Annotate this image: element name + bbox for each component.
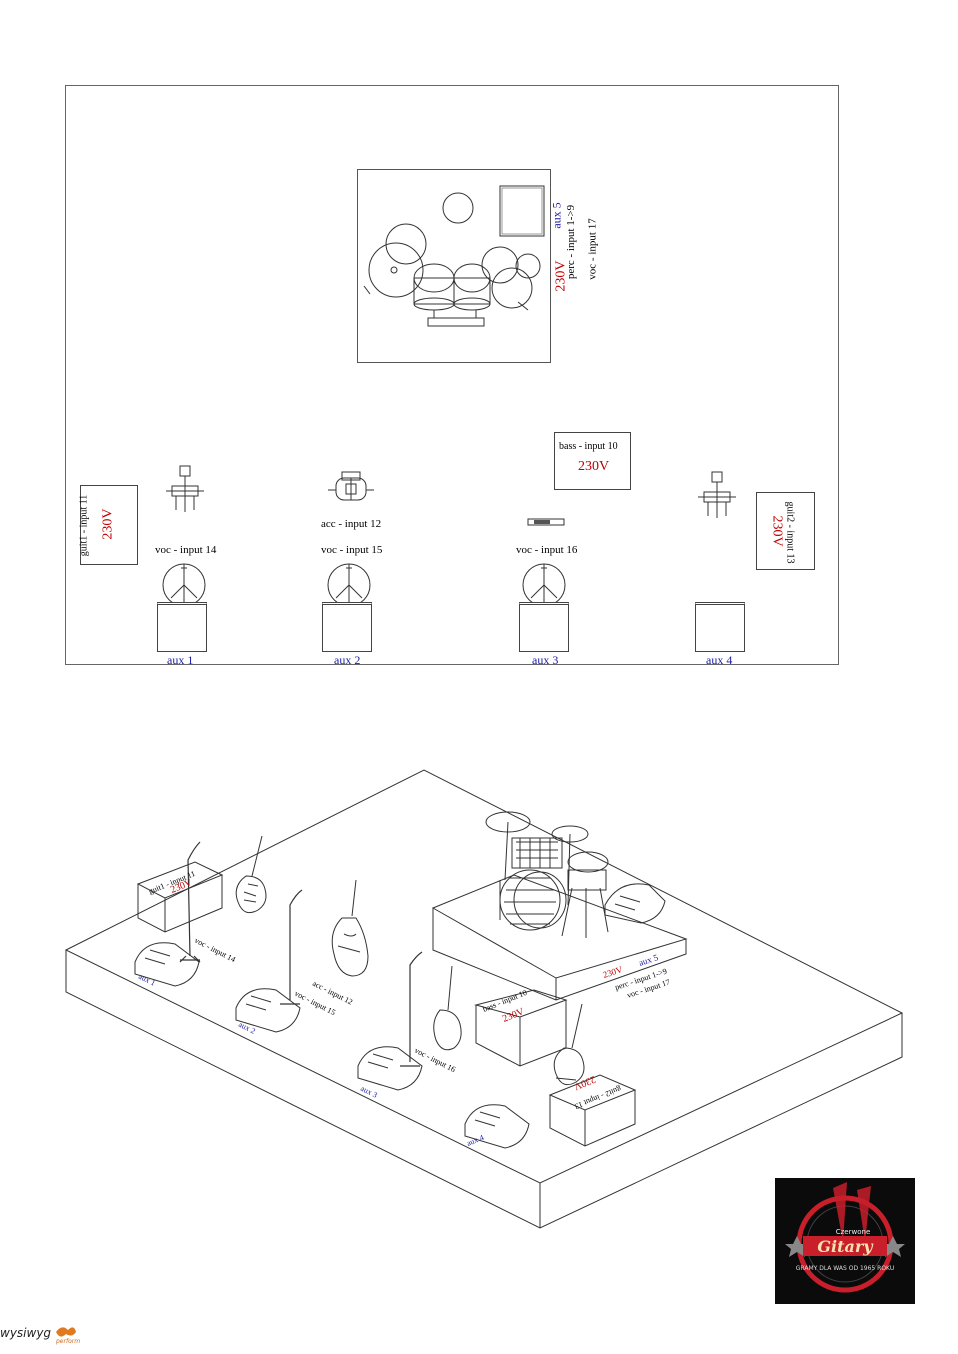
wysiwyg-logo: wysiwyg xyxy=(0,1326,52,1340)
logo-tagline: GRAMY DLA WAS OD 1965 ROKU xyxy=(796,1265,894,1272)
aux-label: aux 4 xyxy=(706,653,733,667)
drum-kit-icon xyxy=(363,185,545,327)
monitor-wedge xyxy=(357,1046,423,1091)
bass-amp-box: bass - input 10 230V xyxy=(554,432,631,490)
acc-input-label: acc - input 12 xyxy=(321,518,382,530)
bass-guitar-icon xyxy=(433,965,462,1051)
aux-label: aux 1 xyxy=(167,653,194,667)
wysiwyg-splash-icon xyxy=(56,1327,76,1337)
aux-label: aux 3 xyxy=(532,653,559,667)
aux-label: aux 2 xyxy=(334,653,361,667)
mic-stand-icon xyxy=(280,889,303,1005)
monitor-wedge xyxy=(235,988,301,1033)
bass-guitar-icon xyxy=(527,518,565,526)
monitor-wedge xyxy=(464,1104,530,1149)
guit1-amp-box xyxy=(136,861,224,933)
guitar-icon xyxy=(553,1003,585,1086)
guitar-stand-icon xyxy=(166,465,204,512)
mic-stand-icon xyxy=(179,841,201,963)
voc-input-label: voc - input 16 xyxy=(516,544,578,556)
bass-amp-power: 230V xyxy=(578,459,610,474)
bass-amp-label: bass - input 10 xyxy=(559,441,618,452)
voc-input-label: voc - input 14 xyxy=(155,544,217,556)
mic-stand-icon xyxy=(400,951,423,1067)
acoustic-guitar-icon xyxy=(331,879,369,977)
monitor-wedge xyxy=(519,602,569,652)
logo-brand: Gitary xyxy=(817,1237,874,1256)
logo-prefix: Czerwone xyxy=(836,1228,871,1236)
drum-kit-icon xyxy=(485,811,609,938)
band-logo: Gitary Czerwone GRAMY DLA WAS OD 1965 RO… xyxy=(775,1178,915,1304)
guit2-amp-box: 230V guit2 - input 13 xyxy=(756,492,815,570)
voc-input-label: voc - input 15 xyxy=(321,544,383,556)
mic-stand-icon xyxy=(162,563,206,607)
accordion-icon xyxy=(328,471,374,501)
monitor-wedge xyxy=(322,602,372,652)
stage-plan: aux 5 230V perc - input 1->9 voc - input… xyxy=(65,85,839,667)
guitar-stand-icon xyxy=(698,471,736,518)
guit1-amp-box: guit1 - input 11 230V xyxy=(78,485,138,565)
drum-riser xyxy=(357,169,551,363)
monitor-wedge xyxy=(604,883,666,924)
wysiwyg-edition: perform xyxy=(56,1338,81,1345)
guitar-icon xyxy=(235,835,267,914)
monitor-wedge xyxy=(157,602,207,652)
bass-amp-box xyxy=(474,989,568,1067)
monitor-wedge xyxy=(695,602,745,652)
guit2-amp-box xyxy=(548,1074,637,1147)
logo-emblem-icon: Gitary Czerwone GRAMY DLA WAS OD 1965 RO… xyxy=(785,1182,905,1293)
monitor-wedge xyxy=(134,942,200,987)
